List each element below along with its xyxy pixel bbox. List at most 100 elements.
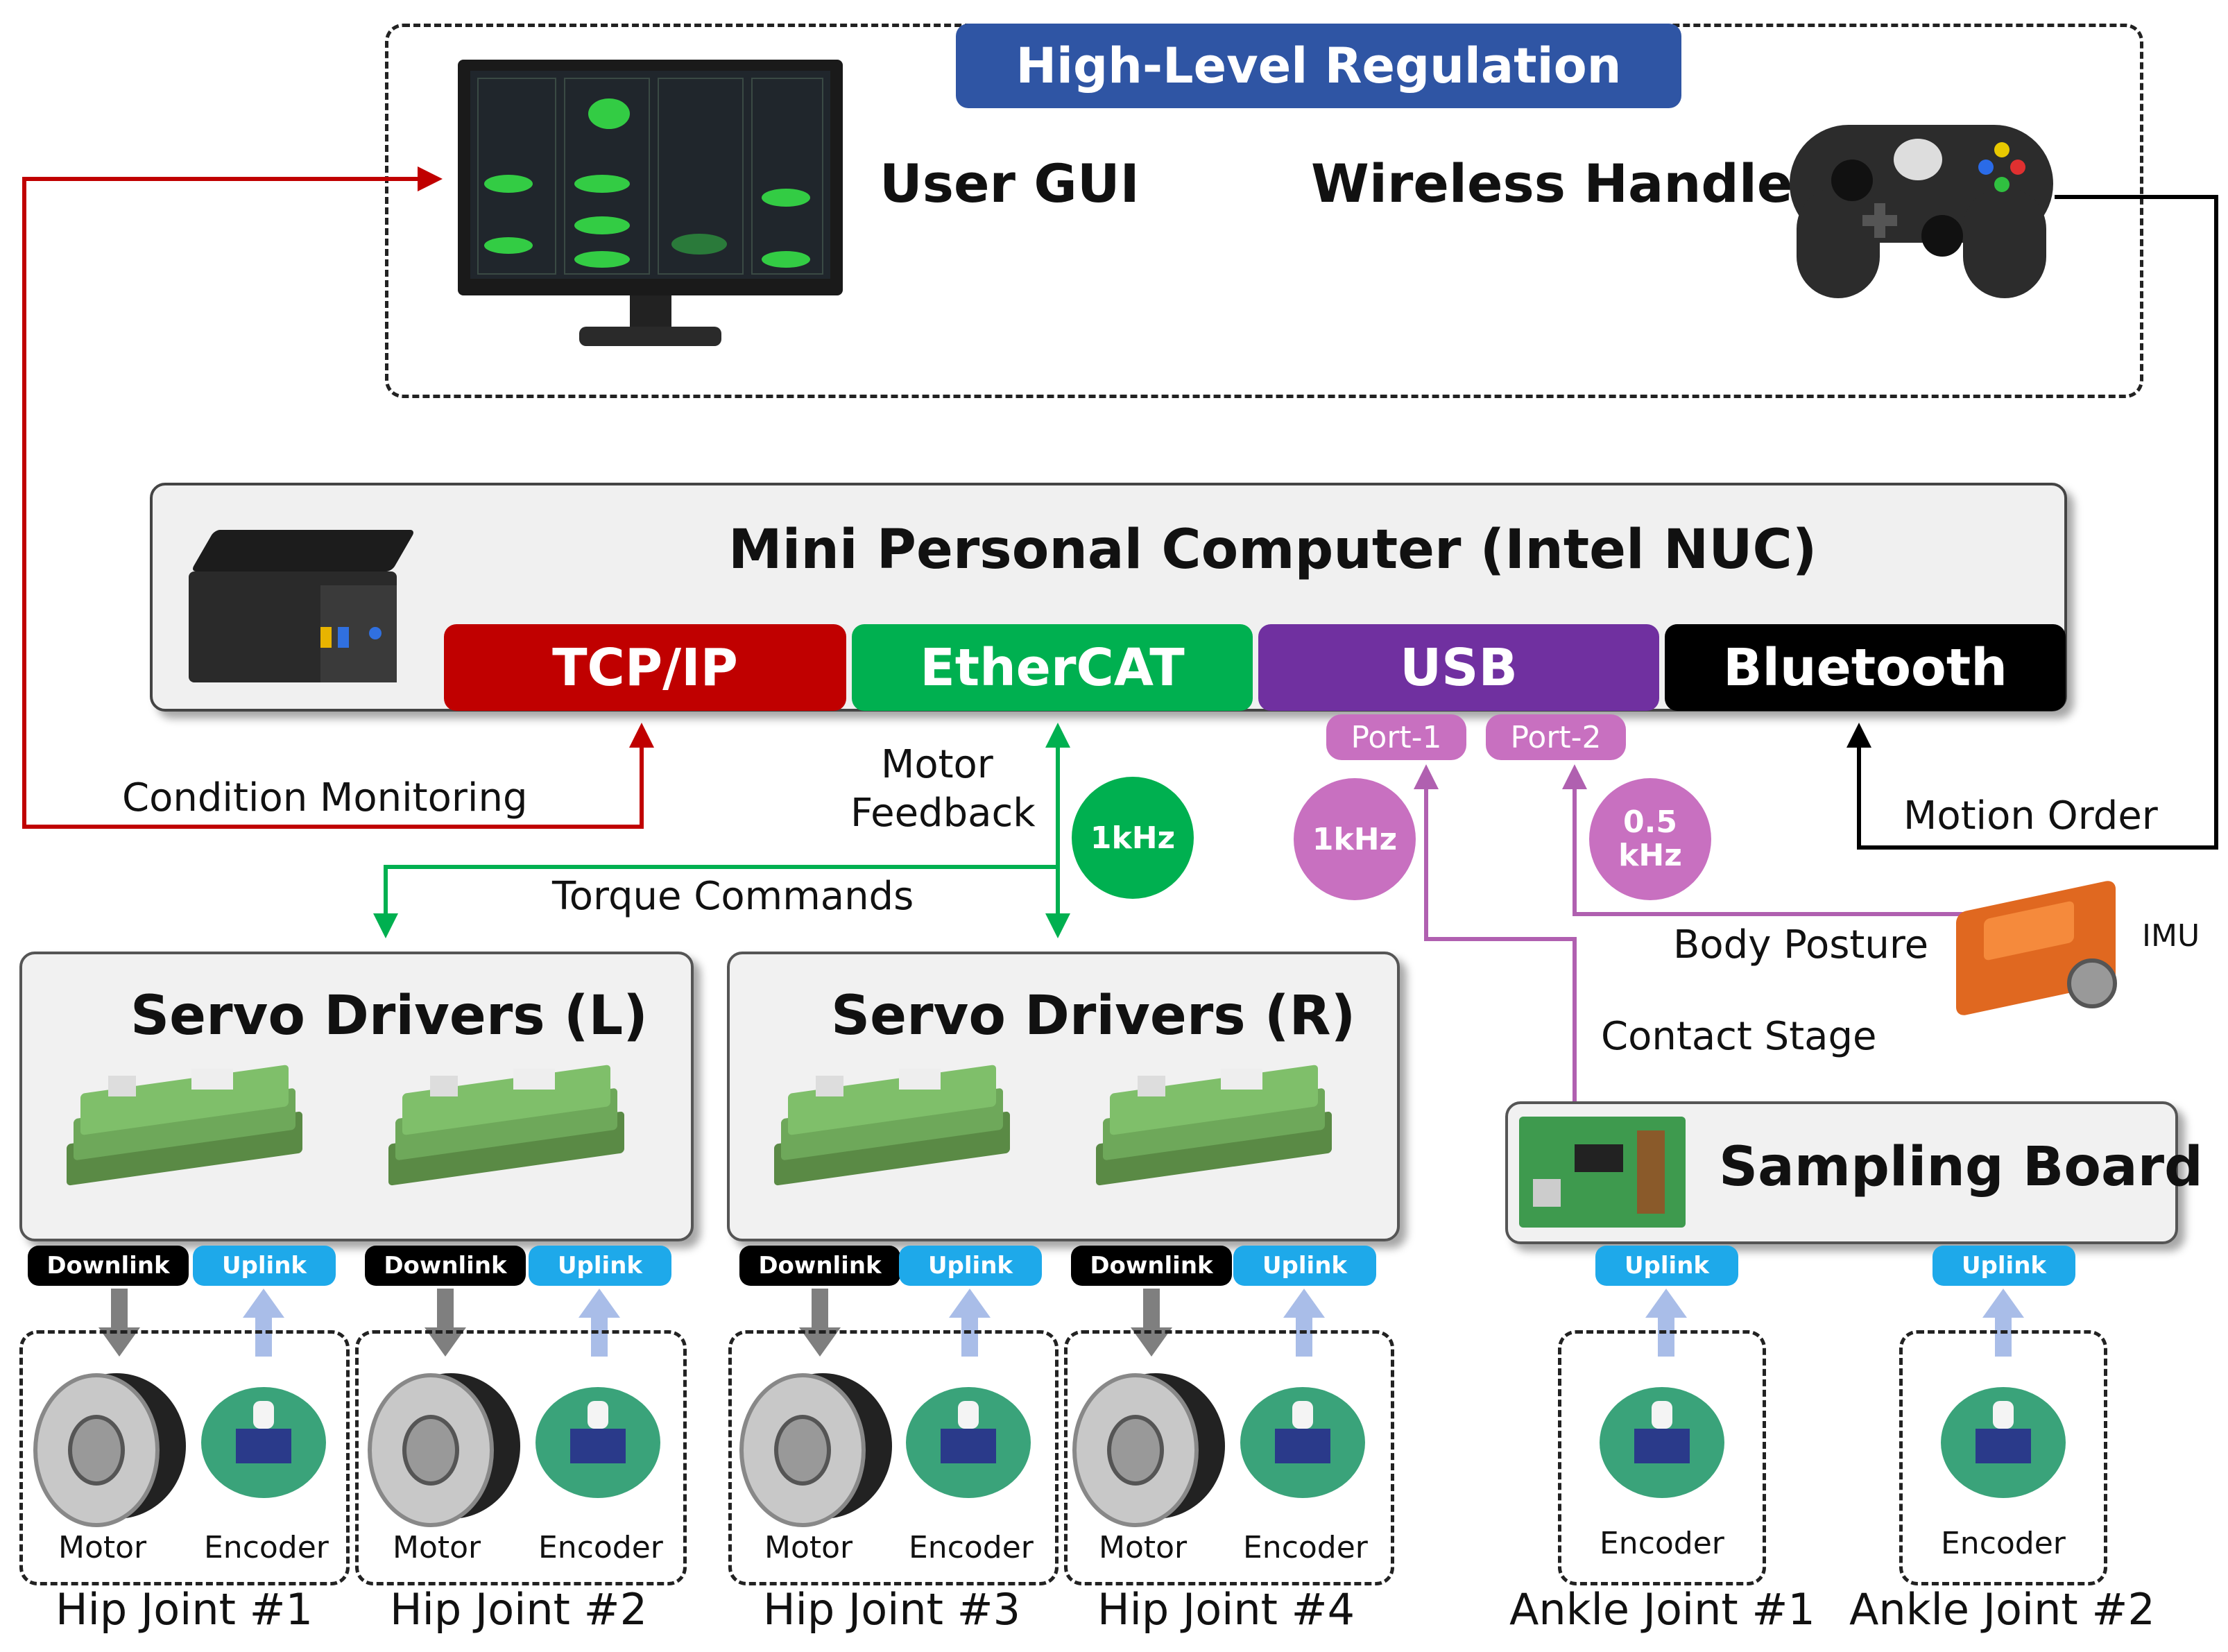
contact-stage-label: Contact Stage [1601,1014,1877,1059]
imu-label: IMU [2142,918,2200,954]
uplink-tag: Uplink [529,1246,671,1286]
sampling-board-icon [1512,1110,1693,1234]
ankle-joint-1-box [1558,1330,1766,1585]
uplink-text: Uplink [1961,1252,2047,1280]
bluetooth-interface: Bluetooth [1665,624,2066,711]
intel-nuc-icon [182,502,421,693]
uplink-text: Uplink [927,1252,1013,1280]
torque-commands-line [373,865,1058,938]
hip-joint-3-box [728,1330,1059,1585]
port-1-rate-text: 1kHz [1312,821,1398,857]
usb-port-2: Port-2 [1486,714,1626,760]
motion-order-label: Motion Order [1903,793,2158,838]
ethercat-rate-text: 1kHz [1090,820,1176,856]
contact-stage-line [1414,764,1577,1101]
uplink-arrow [579,1289,620,1357]
motor-feedback-label-2: Feedback [850,791,1036,836]
condition-monitoring-label: Condition Monitoring [122,775,528,820]
uplink-tag: Uplink [1933,1246,2075,1286]
motor-label: Motor [1099,1530,1188,1565]
high-level-regulation-title: High-Level Regulation [956,24,1681,108]
uplink-tag: Uplink [1595,1246,1738,1286]
downlink-text: Downlink [758,1252,882,1280]
motor-label: Motor [764,1530,853,1565]
encoder-label: Encoder [1600,1526,1724,1561]
uplink-tag: Uplink [1233,1246,1376,1286]
hip-joint-4-box [1064,1330,1394,1585]
motor-label: Motor [393,1530,481,1565]
servo-drivers-left-title: Servo Drivers (L) [130,985,648,1047]
encoder-icon [201,1387,326,1498]
servo-drivers-right-title: Servo Drivers (R) [831,985,1356,1047]
downlink-arrow [1131,1289,1172,1357]
port-2-label: Port-2 [1510,719,1602,755]
uplink-arrow [949,1289,991,1357]
gamepad-icon [1790,111,2053,298]
wireless-handle-label: Wireless Handle [1311,153,1793,214]
encoder-icon [535,1387,660,1498]
hip-joint-1-label: Hip Joint #1 [55,1584,314,1635]
body-posture-label: Body Posture [1673,922,1929,967]
downlink-tag: Downlink [365,1246,526,1286]
uplink-arrow [1645,1289,1687,1357]
motor-label: Motor [58,1530,147,1565]
encoder-label: Encoder [538,1530,663,1565]
motor-icon [368,1366,520,1527]
encoder-label: Encoder [1243,1530,1368,1565]
downlink-tag: Downlink [28,1246,189,1286]
motor-icon [739,1366,892,1527]
encoder-label: Encoder [1941,1526,2066,1561]
port-1-rate-badge: 1kHz [1294,778,1416,900]
ethercat-interface: EtherCAT [852,624,1253,711]
driver-board-icon [388,1064,624,1190]
encoder-icon [1240,1387,1365,1498]
uplink-tag: Uplink [193,1246,336,1286]
encoder-label: Encoder [909,1530,1034,1565]
ethercat-rate-badge: 1kHz [1072,777,1194,899]
motor-icon [33,1366,186,1527]
imu-icon [1942,879,2136,1019]
hip-joint-1-box [19,1330,350,1585]
body-posture-line [1562,764,1963,916]
bluetooth-label: Bluetooth [1723,637,2007,698]
uplink-text: Uplink [557,1252,643,1280]
tcpip-label: TCP/IP [552,637,738,698]
ankle-joint-2-box [1899,1330,2107,1585]
tcpip-interface: TCP/IP [444,624,846,711]
uplink-arrow [1283,1289,1325,1357]
downlink-tag: Downlink [739,1246,900,1286]
hip-joint-2-box [355,1330,687,1585]
uplink-tag: Uplink [899,1246,1042,1286]
usb-port-1: Port-1 [1326,714,1466,760]
downlink-text: Downlink [46,1252,170,1280]
driver-board-icon [1096,1064,1332,1190]
usb-label: USB [1400,637,1518,698]
port-2-rate-text-2: kHz [1618,838,1682,873]
motor-icon [1072,1366,1225,1527]
user-gui-label: User GUI [880,153,1140,214]
usb-interface: USB [1258,624,1659,711]
uplink-arrow [243,1289,284,1357]
port-1-label: Port-1 [1351,719,1442,755]
ankle-joint-1-label: Ankle Joint #1 [1509,1584,1815,1635]
downlink-tag: Downlink [1071,1246,1232,1286]
downlink-arrow [799,1289,841,1357]
ankle-joint-2-label: Ankle Joint #2 [1849,1584,2155,1635]
monitor-icon [458,60,843,351]
downlink-arrow [98,1289,140,1357]
uplink-text: Uplink [1624,1252,1710,1280]
uplink-text: Uplink [221,1252,307,1280]
encoder-label: Encoder [204,1530,329,1565]
port-2-rate-text-1: 0.5 [1623,804,1677,840]
port-2-rate-badge: 0.5 kHz [1589,778,1711,900]
motion-order-line [1846,195,2218,850]
hip-joint-4-label: Hip Joint #4 [1097,1584,1355,1635]
downlink-text: Downlink [384,1252,507,1280]
torque-commands-label: Torque Commands [552,874,914,919]
mini-pc-title: Mini Personal Computer (Intel NUC) [728,519,1817,581]
encoder-icon [1600,1387,1724,1498]
encoder-icon [1941,1387,2066,1498]
